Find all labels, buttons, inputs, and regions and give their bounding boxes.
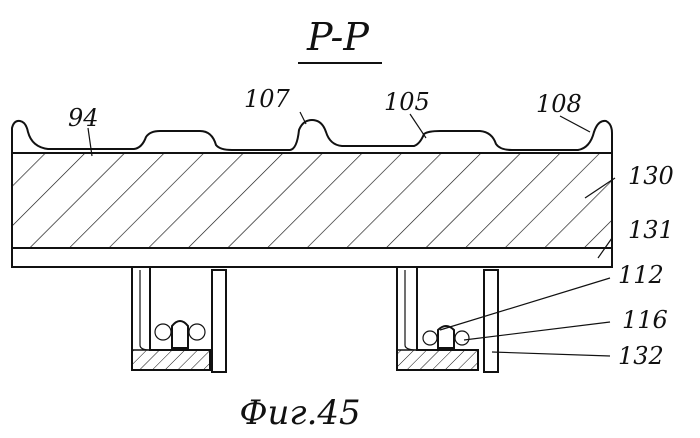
label-94: 94: [68, 104, 99, 132]
leader-108: [560, 116, 590, 132]
label-116: 116: [622, 306, 668, 334]
right-channel-assembly: [397, 267, 498, 372]
layer-130-hatched: [12, 153, 612, 248]
top-profile-layer: [12, 120, 612, 153]
label-107: 107: [244, 85, 291, 113]
label-132: 132: [618, 342, 664, 370]
leader-112: [440, 278, 610, 330]
label-105: 105: [384, 88, 430, 116]
leader-94: [88, 128, 92, 156]
label-131: 131: [628, 216, 674, 244]
layer-131-base: [12, 248, 612, 267]
figure-caption: Фиг.45: [239, 393, 360, 433]
left-channel-assembly: [132, 267, 226, 372]
leader-105: [410, 114, 426, 138]
label-108: 108: [536, 90, 582, 118]
label-130: 130: [628, 162, 674, 190]
leader-132: [492, 352, 610, 356]
leader-107: [300, 112, 306, 124]
section-title: P-P: [306, 15, 370, 59]
label-112: 112: [618, 261, 664, 289]
